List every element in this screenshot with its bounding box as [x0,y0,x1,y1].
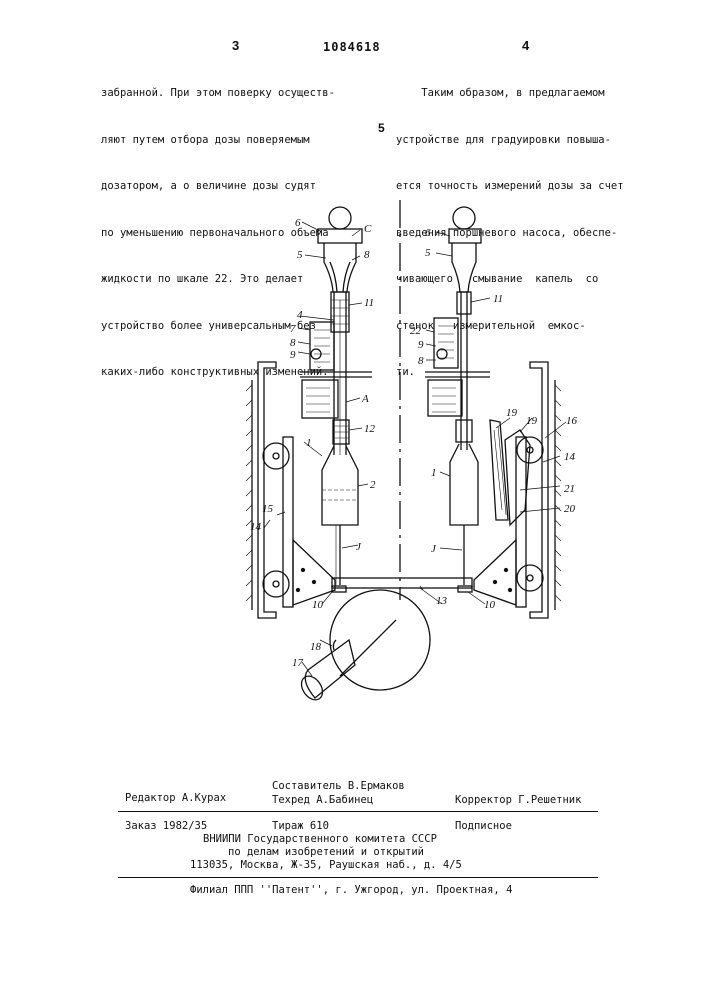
figure-labels-right: 6 5 11 22 9 8 19 19 16 14 1 21 20 J 10 [410,227,578,611]
callout-label: 9 [290,349,296,361]
publisher-dept: по делам изобретений и открытий [228,846,424,858]
callout-label: 19 [526,415,538,427]
subscription: Подписное [455,820,512,832]
callout-label: 8 [364,249,370,261]
callout-label: J [431,543,437,555]
techred-credit: Техред А.Бабинец [272,794,373,806]
callout-label: 14 [250,521,262,533]
footer-rule-bottom [118,877,598,878]
callout-label: 6 [295,217,301,229]
callout-label: 9 [418,339,424,351]
editor-credit: Редактор А.Курах [125,792,226,804]
compiler-credit: Составитель В.Ермаков [272,780,405,792]
callout-label: 4 [297,309,303,321]
callout-label: 20 [564,503,576,515]
callout-label: С [364,223,372,235]
footer-rule [118,811,598,812]
callout-label: 1 [306,437,312,449]
callout-label: 5 [425,247,431,259]
callout-label: 21 [564,483,575,495]
callout-label: 10 [484,599,496,611]
callout-label: 13 [436,595,448,607]
callout-label: 1 [431,467,437,479]
publisher-org: ВНИИПИ Государственного комитета СССР [203,833,437,845]
callout-label: 11 [364,297,374,309]
callout-label: 16 [566,415,578,427]
callout-label: 15 [262,503,274,515]
callout-label: 19 [506,407,518,419]
publisher-address: 113035, Москва, Ж-35, Раушская наб., д. … [190,859,462,871]
callout-label: 6 [425,227,431,239]
callout-label: J [356,541,362,553]
callout-label: 14 [564,451,576,463]
order-number: Заказ 1982/35 [125,820,207,832]
callout-label: 10 [312,599,324,611]
branch-address: Филиал ППП ''Патент'', г. Ужгород, ул. П… [190,884,512,896]
callout-label: 11 [493,293,503,305]
callout-label: 17 [292,657,304,669]
callout-label: 22 [410,325,422,337]
callout-label: 8 [290,337,296,349]
callout-label: 5 [297,249,303,261]
callout-label: 8 [418,355,424,367]
circulation: Тираж 610 [272,820,329,832]
corrector-credit: Корректор Г.Решетник [455,794,581,806]
callout-label: А [361,393,369,405]
callout-label: 7 [290,323,296,335]
callout-label: 12 [364,423,376,435]
callout-label: 18 [310,641,322,653]
callout-label: 2 [370,479,376,491]
